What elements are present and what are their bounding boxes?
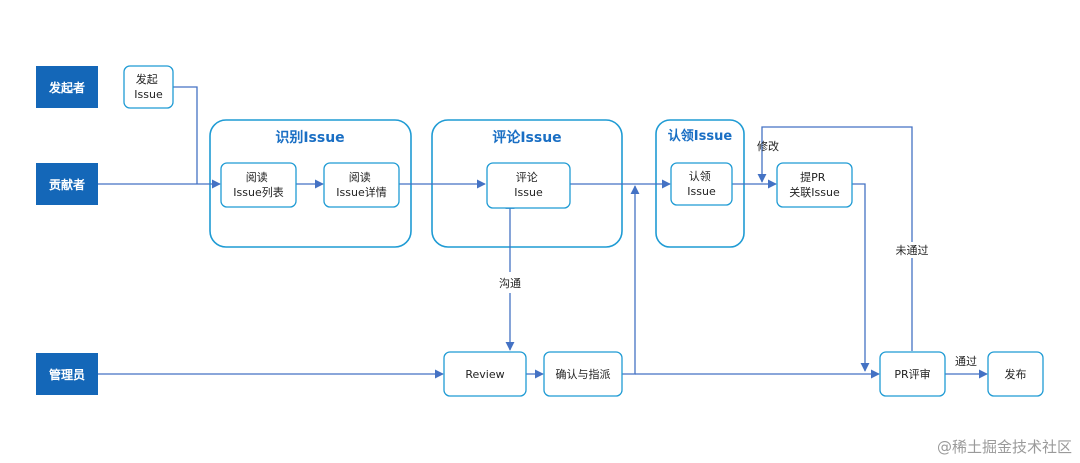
- node-raise-issue-line1: 发起: [136, 72, 158, 86]
- svg-text:认领 Issue: 认领 Issue: [687, 170, 716, 198]
- actor-contributor-label: 贡献者: [49, 177, 85, 192]
- node-read-detail: 阅读 Issue详情: [323, 162, 400, 208]
- actor-admin: 管理员: [36, 353, 98, 395]
- actor-initiator: 发起者: [36, 66, 98, 108]
- edge-pr-to-prreview: [852, 183, 870, 372]
- group-identify-title: 识别Issue: [275, 130, 344, 146]
- actor-admin-label: 管理员: [49, 367, 85, 382]
- node-claim-issue-line2: Issue: [687, 185, 716, 198]
- edge-label-passed: 通过: [955, 355, 977, 368]
- node-submit-pr: 提PR 关联Issue: [776, 162, 853, 208]
- edge-prreview-not-passed-loop: [762, 126, 913, 351]
- node-release-label: 发布: [1005, 367, 1027, 381]
- node-claim-issue-line1: 认领: [689, 170, 711, 183]
- edge-label-communicate: 沟通: [499, 277, 521, 290]
- svg-text:阅读 Issue列表: 阅读 Issue列表: [233, 170, 283, 199]
- node-read-detail-line1: 阅读: [349, 170, 371, 184]
- node-raise-issue: 发起 Issue: [123, 65, 174, 109]
- node-submit-pr-line1: 提PR: [800, 171, 826, 184]
- node-read-list-line1: 阅读: [246, 170, 268, 184]
- svg-text:发起 Issue: 发起 Issue: [134, 72, 163, 101]
- edge-raise-to-identify: [173, 86, 198, 184]
- svg-text:阅读 Issue详情: 阅读 Issue详情: [336, 170, 386, 199]
- node-confirm-assign: 确认与指派: [543, 351, 623, 397]
- edge-confirm-up-to-claim: [622, 185, 640, 375]
- node-claim-issue: 认领 Issue: [670, 162, 733, 206]
- node-review-label: Review: [465, 368, 504, 381]
- node-comment-issue-line2: Issue: [514, 186, 543, 199]
- svg-text:评论 Issue: 评论 Issue: [514, 170, 543, 199]
- watermark: @稀土掘金技术社区: [936, 438, 1072, 456]
- node-read-list-line2: Issue列表: [233, 185, 283, 199]
- group-claim-title: 认领Issue: [668, 128, 733, 144]
- node-confirm-assign-label: 确认与指派: [556, 367, 611, 381]
- node-raise-issue-line2: Issue: [134, 88, 163, 101]
- node-submit-pr-line2: 关联Issue: [789, 185, 840, 199]
- node-release: 发布: [987, 351, 1044, 397]
- node-comment-issue-line1: 评论: [516, 170, 538, 184]
- edge-label-not-passed: 未通过: [896, 244, 929, 257]
- node-pr-review: PR评审: [879, 351, 946, 397]
- actor-contributor: 贡献者: [36, 163, 98, 205]
- node-review: Review: [443, 351, 527, 397]
- group-comment-title: 评论Issue: [492, 129, 561, 146]
- node-read-detail-line2: Issue详情: [336, 185, 386, 199]
- svg-text:提PR 关联Issue: 提PR 关联Issue: [789, 171, 840, 199]
- node-read-list: 阅读 Issue列表: [220, 162, 297, 208]
- edge-label-modify: 修改: [757, 139, 779, 153]
- actor-initiator-label: 发起者: [48, 80, 85, 95]
- node-pr-review-label: PR评审: [894, 367, 930, 381]
- connectors: [98, 86, 988, 379]
- node-comment-issue: 评论 Issue: [486, 162, 571, 209]
